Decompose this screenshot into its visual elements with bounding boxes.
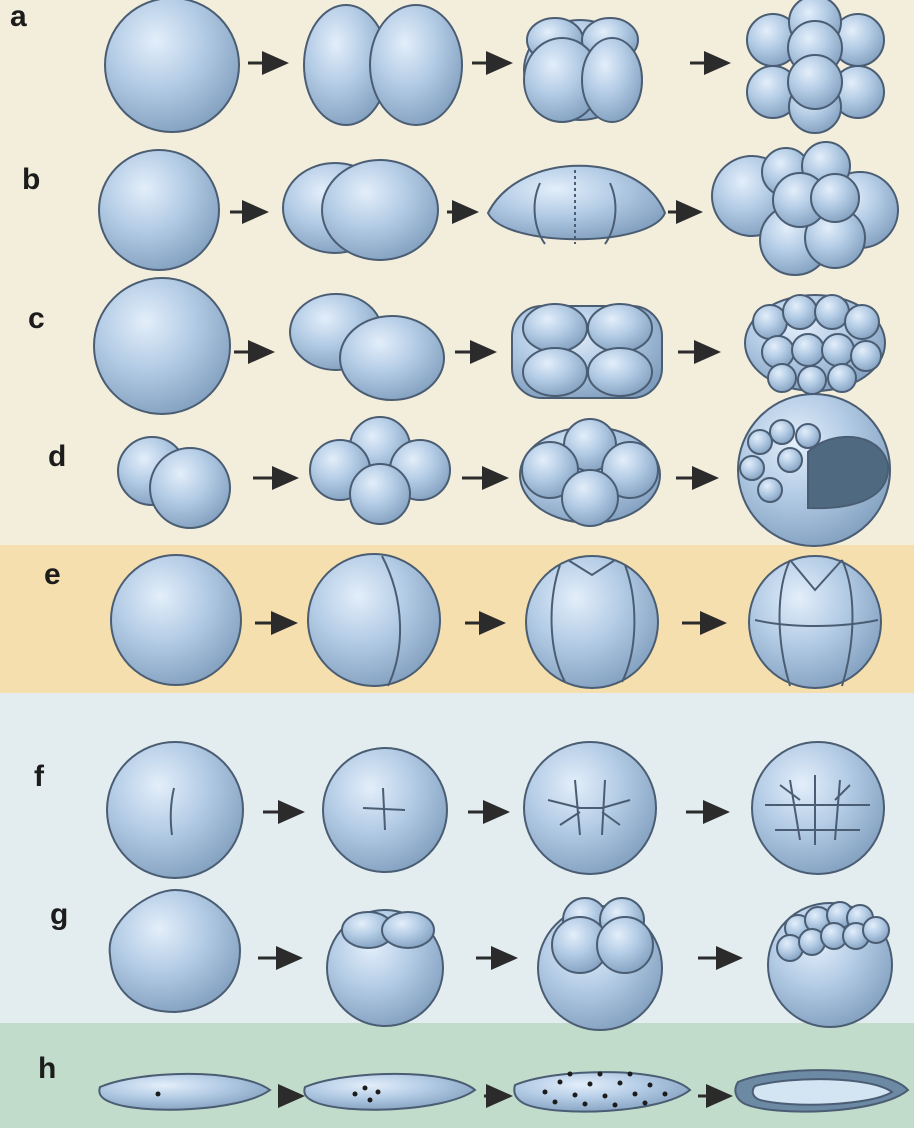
- row-c-stage-1: [94, 278, 230, 414]
- row-e-stage-3: [526, 556, 658, 688]
- row-c-stage-3: [512, 304, 662, 398]
- row-f-stage-3: [524, 742, 656, 874]
- row-b-stage-1: [99, 150, 219, 270]
- row-e-stage-1: [111, 555, 241, 685]
- row-b-stage-4: [712, 142, 898, 275]
- row-f-stage-1: [107, 742, 243, 878]
- row-h-stage-4: [735, 1070, 908, 1111]
- row-f-stage-2: [323, 748, 447, 872]
- row-d-stage-2: [310, 417, 450, 524]
- row-a-stage-1: [105, 0, 239, 132]
- row-b-stage-3: [488, 166, 665, 244]
- row-a-stage-2: [304, 5, 462, 125]
- row-g-stage-1: [110, 890, 240, 1012]
- row-h-stage-2: [304, 1074, 475, 1110]
- row-b-stage-2: [283, 160, 438, 260]
- row-d-stage-1: [118, 437, 230, 528]
- row-a-stage-3: [524, 18, 642, 122]
- row-h-stage-1: [99, 1074, 270, 1110]
- row-c-stage-4: [745, 295, 885, 394]
- row-g-stage-2: [327, 910, 443, 1026]
- row-a-stage-4: [747, 0, 884, 133]
- row-c-stage-2: [290, 294, 444, 400]
- row-f-stage-4: [752, 742, 884, 874]
- row-h-stage-3: [514, 1072, 690, 1112]
- row-d-stage-3: [520, 419, 660, 526]
- row-e-stage-4: [749, 556, 881, 688]
- row-g-stage-3: [538, 898, 662, 1030]
- row-d-stage-4: [738, 394, 890, 546]
- row-g-stage-4: [768, 902, 892, 1027]
- row-e-stage-2: [308, 554, 440, 686]
